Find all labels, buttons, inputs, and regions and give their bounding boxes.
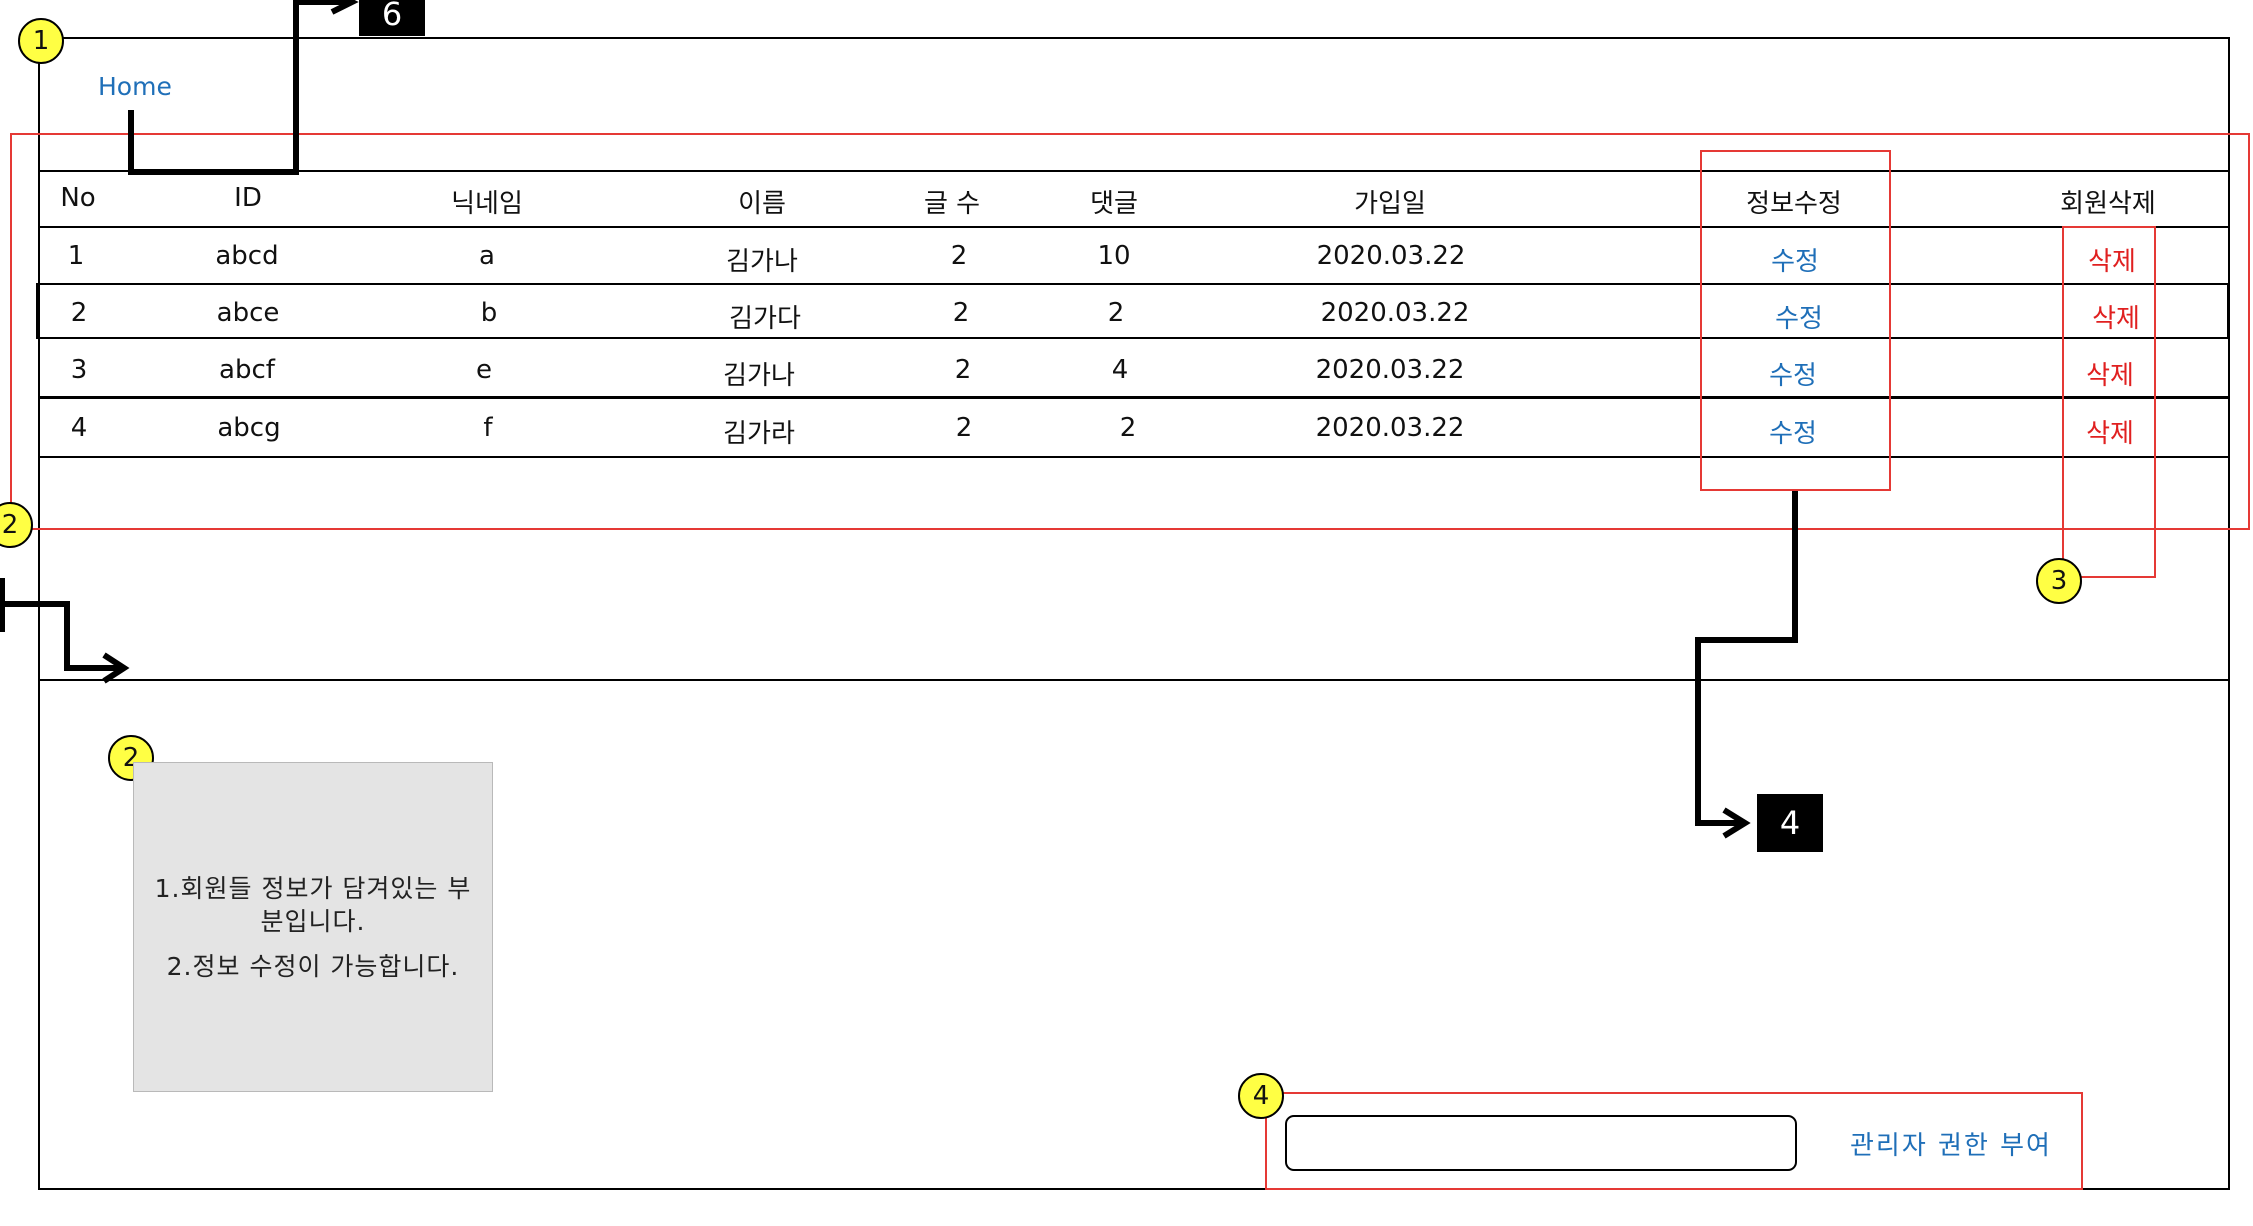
delete-link[interactable]: 삭제 <box>2086 419 2134 449</box>
header-delete: 회원삭제 <box>2060 189 2156 219</box>
callout-2-table: 2 <box>0 502 33 548</box>
cell-nickname: f <box>483 413 493 443</box>
cell-no: 2 <box>70 298 88 328</box>
delete-link[interactable]: 삭제 <box>2088 247 2136 277</box>
cell-id: abcf <box>219 355 275 385</box>
header-nickname: 닉네임 <box>451 189 523 219</box>
header-edit: 정보수정 <box>1746 189 1842 219</box>
callout-4: 4 <box>1238 1073 1284 1119</box>
delete-link[interactable]: 삭제 <box>2086 361 2134 391</box>
cell-no: 3 <box>70 355 88 385</box>
cell-nickname: e <box>476 355 492 385</box>
table-top-line <box>38 170 2230 172</box>
header-divider <box>38 226 2230 228</box>
header-comments: 댓글 <box>1090 189 1138 219</box>
cell-comments: 2 <box>1107 298 1125 328</box>
cell-posts: 2 <box>950 241 968 271</box>
cell-posts: 2 <box>954 355 972 385</box>
cell-comments: 2 <box>1119 413 1137 443</box>
admin-id-input[interactable] <box>1285 1115 1797 1171</box>
edit-link[interactable]: 수정 <box>1769 419 1817 449</box>
cell-posts: 2 <box>952 298 970 328</box>
cell-id: abcg <box>217 413 281 443</box>
cell-no: 1 <box>67 241 85 271</box>
section-divider <box>38 679 2230 681</box>
tag-6: 6 <box>359 0 425 36</box>
row-divider <box>38 396 2230 399</box>
selected-row-outline <box>36 283 2229 339</box>
page-frame <box>38 37 2230 1190</box>
edit-link[interactable]: 수정 <box>1771 247 1819 277</box>
callout-1: 1 <box>18 18 64 64</box>
cell-comments: 4 <box>1111 355 1129 385</box>
note-line-2: 2.정보 수정이 가능합니다. <box>166 951 460 981</box>
cell-name: 김가나 <box>726 247 798 277</box>
callout-3: 3 <box>2036 558 2082 604</box>
cell-id: abcd <box>215 241 279 271</box>
callout-2-note: 2 <box>108 735 154 781</box>
cell-joined: 2020.03.22 <box>1320 298 1470 328</box>
grant-admin-button[interactable]: 관리자 권한 부여 <box>1850 1131 2052 1161</box>
home-link[interactable]: Home <box>98 72 172 101</box>
table-bottom-line <box>38 456 2230 458</box>
edit-column-outline <box>1700 150 1891 491</box>
cell-name: 김가나 <box>723 361 795 391</box>
cell-no: 4 <box>70 413 88 443</box>
cell-joined: 2020.03.22 <box>1315 413 1465 443</box>
edit-link[interactable]: 수정 <box>1775 304 1823 334</box>
tag-4: 4 <box>1757 794 1823 852</box>
header-posts: 글 수 <box>923 189 981 219</box>
cell-joined: 2020.03.22 <box>1316 241 1466 271</box>
header-joined: 가입일 <box>1354 189 1426 219</box>
table-area-outline <box>10 133 2250 530</box>
arrow-to-6 <box>128 0 350 175</box>
cell-id: abce <box>216 298 280 328</box>
edit-link[interactable]: 수정 <box>1769 361 1817 391</box>
cell-name: 김가라 <box>723 419 795 449</box>
cell-nickname: a <box>479 241 495 271</box>
header-id: ID <box>234 183 262 213</box>
note-line-1: 1.회원들 정보가 담겨있는 부분입니다. <box>154 873 472 936</box>
note-box: 1.회원들 정보가 담겨있는 부분입니다. 2.정보 수정이 가능합니다. <box>133 762 493 1092</box>
cell-comments: 10 <box>1097 241 1131 271</box>
delete-column-outline <box>2062 226 2156 578</box>
cell-posts: 2 <box>955 413 973 443</box>
admin-area-outline <box>1265 1092 2083 1190</box>
header-no: No <box>60 183 96 213</box>
arrow-to-4 <box>1695 491 1798 826</box>
cell-joined: 2020.03.22 <box>1315 355 1465 385</box>
cell-nickname: b <box>480 298 498 328</box>
header-name: 이름 <box>738 189 786 219</box>
cell-name: 김가다 <box>729 304 801 334</box>
delete-link[interactable]: 삭제 <box>2092 304 2140 334</box>
